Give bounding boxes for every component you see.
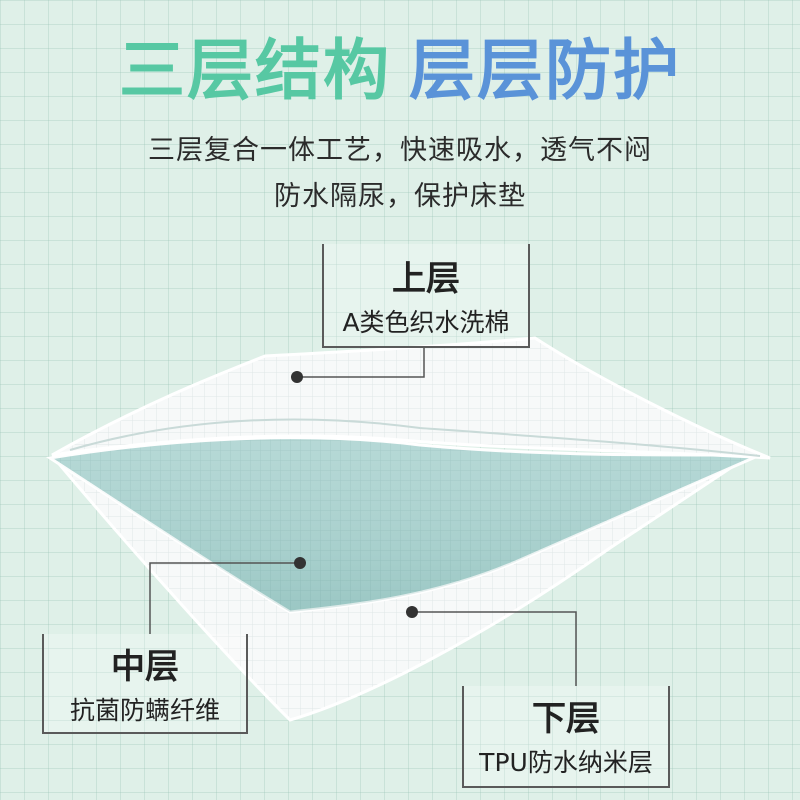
headline-part1: 三层结构 (119, 32, 391, 109)
top-layer-title: 上层 (392, 259, 460, 299)
bottom-layer-marker (406, 606, 418, 618)
bottom-layer-label: 下层 TPU防水纳米层 (462, 686, 670, 788)
headline: 三层结构层层防护 (0, 38, 800, 104)
top-layer-desc: A类色织水洗棉 (342, 308, 510, 337)
middle-layer-title: 中层 (111, 647, 179, 687)
top-layer-sheet (51, 336, 771, 460)
bottom-layer-title: 下层 (532, 699, 600, 739)
subtitle-line2: 防水隔尿，保护床垫 (274, 181, 526, 212)
top-layer-marker (291, 371, 303, 383)
subtitle-line1: 三层复合一体工艺，快速吸水，透气不闷 (148, 135, 652, 166)
bottom-layer-desc: TPU防水纳米层 (479, 748, 653, 777)
top-layer-label: 上层 A类色织水洗棉 (322, 244, 530, 348)
middle-layer-desc: 抗菌防螨纤维 (69, 696, 220, 725)
middle-layer-marker (294, 557, 306, 569)
middle-layer-label: 中层 抗菌防螨纤维 (42, 634, 248, 734)
headline-part2: 层层防护 (409, 32, 681, 109)
